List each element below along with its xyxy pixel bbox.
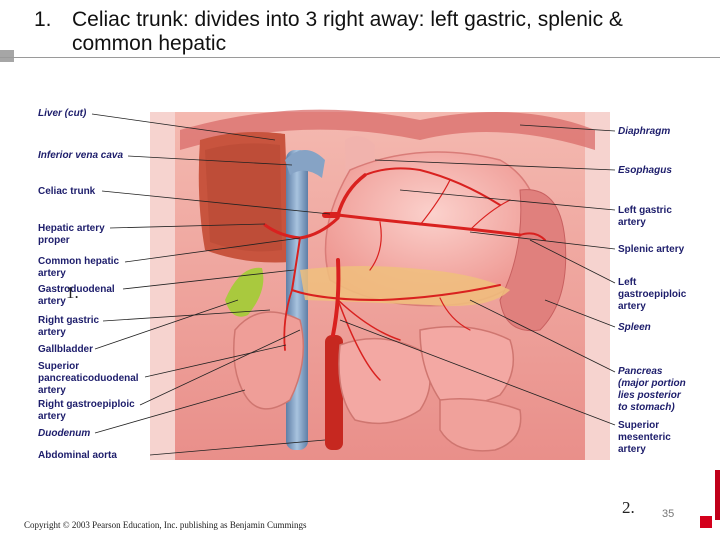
label-superior-pd-3: artery [38,385,66,396]
marker-2: 2. [622,498,635,517]
label-left-gastroepiploic-2: gastroepiploic [618,289,687,300]
label-gastroduodenal: Gastroduodenal [38,284,115,295]
label-duodenum: Duodenum [38,428,91,439]
label-hepatic-artery: Hepatic artery [38,223,105,234]
label-superior-pd-2: pancreaticoduodenal [38,373,139,384]
label-gastroduodenal-2: artery [38,296,66,307]
title-rule [0,57,720,58]
label-hepatic-artery-2: proper [38,235,70,246]
label-pancreas: Pancreas [618,366,663,377]
label-superior-mesenteric: Superior [618,420,660,431]
label-diaphragm: Diaphragm [618,126,671,137]
label-left-gastroepiploic: Left [618,277,637,288]
label-superior-pd: Superior [38,361,80,372]
label-pancreas-2: (major portion [618,378,686,389]
label-superior-mesenteric-3: artery [618,444,646,455]
accent-square [700,516,712,528]
title-rule-marker [0,50,14,62]
label-abdominal-aorta: Abdominal aorta [38,450,117,461]
duodenum [233,311,305,410]
label-celiac-trunk: Celiac trunk [38,186,96,197]
title-number: 1. [34,8,52,31]
label-right-gastroepiploic-2: artery [38,411,66,422]
label-pancreas-4: to stomach) [618,402,675,413]
label-gallbladder: Gallbladder [38,344,94,355]
label-superior-mesenteric-2: mesenteric [618,432,671,443]
label-common-hepatic-2: artery [38,268,66,279]
spleen [499,189,567,332]
label-common-hepatic: Common hepatic [38,256,120,267]
label-left-gastroepiploic-3: artery [618,301,646,312]
gallbladder [225,267,264,317]
page-number: 35 [662,508,675,520]
label-right-gastric: Right gastric [38,315,100,326]
marker-1: 1. [66,283,79,302]
label-left-gastric-2: artery [618,217,646,228]
diaphragm [180,109,595,150]
pancreas [300,266,510,306]
label-right-gastroepiploic: Right gastroepiploic [38,399,135,410]
label-spleen: Spleen [618,322,651,333]
arteries [263,167,546,381]
label-right-gastric-2: artery [38,327,66,338]
label-inferior-vena-cava: Inferior vena cava [38,150,124,161]
copyright-notice: Copyright © 2003 Pearson Education, Inc.… [24,520,307,530]
title-text: Celiac trunk: divides into 3 right away:… [72,8,623,55]
accent-bar [715,470,720,520]
label-pancreas-3: lies posterior [618,390,681,401]
left-leader-lines [91,113,331,456]
label-left-gastric: Left gastric [618,205,672,216]
right-leader-lines [339,124,616,426]
label-splenic-artery: Splenic artery [618,244,685,255]
label-liver: Liver (cut) [38,108,87,119]
label-esophagus: Esophagus [618,165,672,176]
